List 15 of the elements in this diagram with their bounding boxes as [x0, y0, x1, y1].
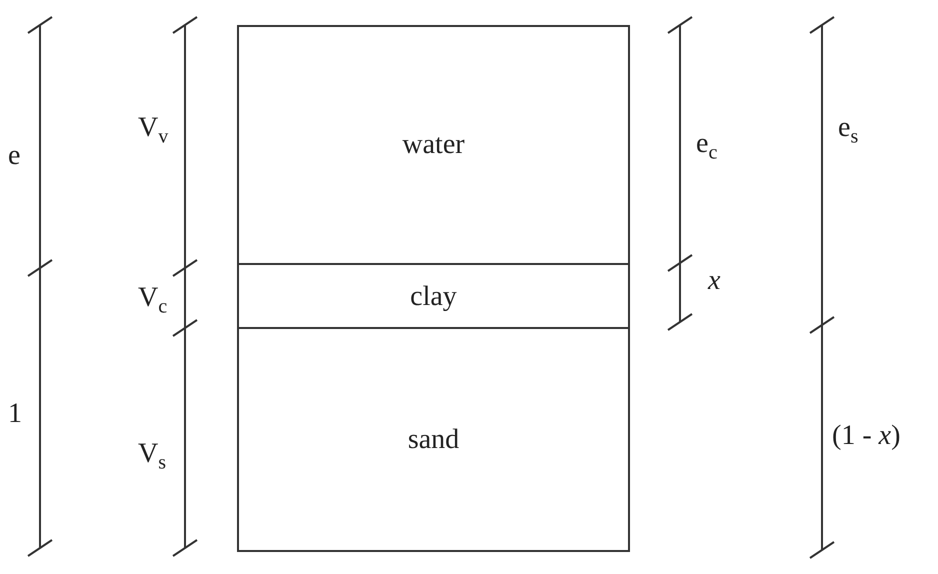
- phase-label: water: [402, 129, 465, 161]
- phase-label: sand: [408, 424, 460, 456]
- phase-box: [237, 327, 630, 552]
- dimension-label: x: [708, 265, 720, 297]
- dimension-label: (1 - x): [832, 420, 900, 452]
- dimension-label: e: [8, 140, 20, 172]
- dimension-label: e$_{c}$: [696, 128, 718, 165]
- dimension-label: V$_{v}$: [138, 112, 168, 149]
- dimension-label: V$_{c}$: [138, 282, 168, 319]
- dimension-label: V$_{s}$: [138, 438, 166, 475]
- phase-box: [237, 263, 630, 329]
- dimension-label: 1: [8, 398, 22, 430]
- phase-box: [237, 25, 630, 265]
- phase-label: clay: [410, 281, 457, 313]
- dimension-label: e$_{s}$: [838, 112, 858, 149]
